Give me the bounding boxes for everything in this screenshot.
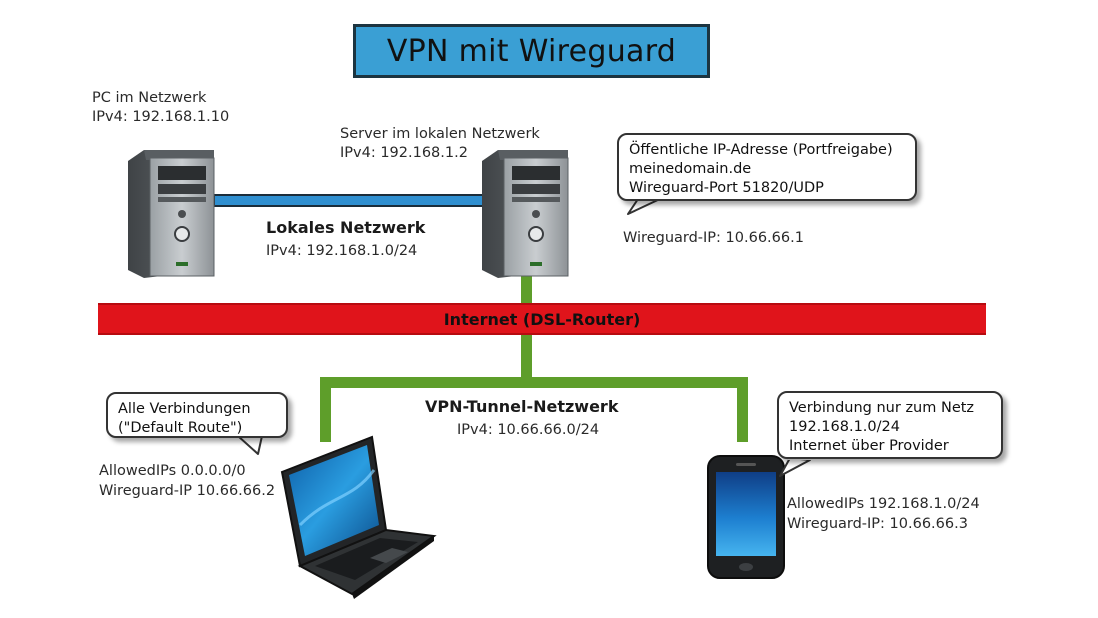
public-ip-line1: Öffentliche IP-Adresse (Portfreigabe) [629, 142, 893, 158]
phone-bubble-line2: 192.168.1.0/24 [789, 419, 900, 435]
pc-ip-label: IPv4: 192.168.1.10 [92, 109, 230, 125]
server-internet-link [521, 272, 532, 305]
lan-title: Lokales Netzwerk [266, 218, 426, 237]
public-ip-line3: Wireguard-Port 51820/UDP [629, 180, 824, 196]
laptop-bubble-line1: Alle Verbindungen [118, 401, 251, 417]
laptop-bubble-line2: ("Default Route") [118, 420, 243, 436]
server-ip-label: IPv4: 192.168.1.2 [340, 145, 468, 161]
phone-bubble-line1: Verbindung nur zum Netz [789, 400, 975, 416]
vpn-tunnel-lines [320, 335, 748, 442]
internet-label: Internet (DSL-Router) [443, 309, 641, 329]
server-name-label: Server im lokalen Netzwerk [340, 126, 540, 142]
server-tower-icon [482, 150, 569, 278]
diagram-title: VPN mit Wireguard [353, 24, 710, 78]
pc-name-label: PC im Netzwerk [92, 90, 207, 106]
public-ip-bubble: Öffentliche IP-Adresse (Portfreigabe) me… [617, 133, 917, 201]
phone-wireguard-ip-label: Wireguard-IP: 10.66.66.3 [787, 516, 968, 532]
laptop-icon [280, 435, 437, 599]
vpn-title: VPN-Tunnel-Netzwerk [425, 397, 619, 416]
phone-route-bubble: Verbindung nur zum Netz 192.168.1.0/24 I… [777, 391, 1003, 459]
phone-allowed-ips-label: AllowedIPs 192.168.1.0/24 [787, 496, 980, 512]
server-wireguard-ip-label: Wireguard-IP: 10.66.66.1 [623, 230, 804, 246]
phone-bubble-line3: Internet über Provider [789, 438, 949, 454]
pc-tower-icon [128, 150, 215, 278]
laptop-allowed-ips-label: AllowedIPs 0.0.0.0/0 [99, 463, 246, 479]
smartphone-icon [707, 455, 785, 579]
vpn-ip-label: IPv4: 10.66.66.0/24 [457, 422, 600, 438]
laptop-wireguard-ip-label: Wireguard-IP 10.66.66.2 [99, 483, 276, 499]
laptop-route-bubble: Alle Verbindungen ("Default Route") [106, 392, 288, 438]
internet-router-bar: Internet (DSL-Router) [98, 303, 986, 335]
public-ip-line2: meinedomain.de [629, 161, 752, 177]
lan-ip-label: IPv4: 192.168.1.0/24 [266, 243, 418, 259]
lan-connection-line [213, 194, 485, 207]
